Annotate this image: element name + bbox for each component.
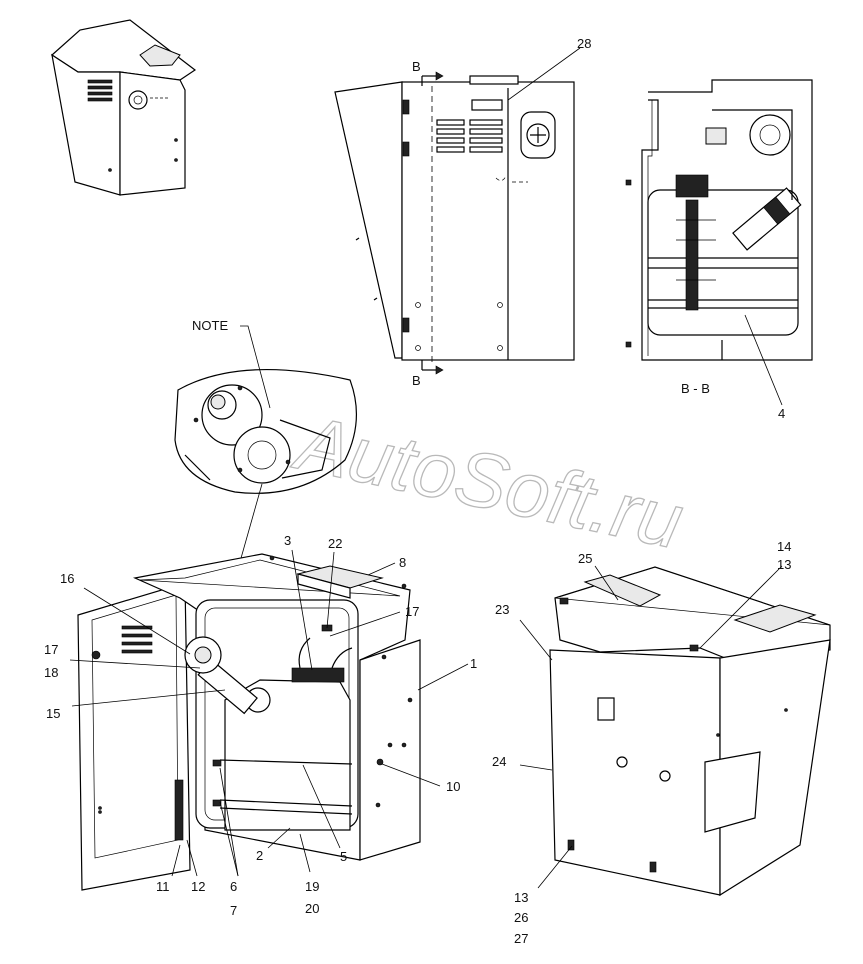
callout-leaders [69,47,783,889]
callout-11: 11 [156,879,170,894]
callout-24: 24 [492,754,506,769]
callout-13-top: 13 [777,557,791,572]
section-marker-top: B [412,59,421,74]
isometric-overview [51,19,197,196]
callout-26: 26 [514,910,528,925]
detail-view [174,368,357,651]
callout-4: 4 [778,406,785,421]
callout-15: 15 [46,706,60,721]
callout-8: 8 [399,555,406,570]
callout-17-left: 17 [44,642,58,657]
section-arrow-bottom: B [412,360,444,388]
side-view [334,75,575,364]
callout-2: 2 [256,848,263,863]
open-cabinet-view [77,553,421,891]
callout-19: 19 [305,879,319,894]
callout-14: 14 [777,539,791,554]
section-marker-bottom: B [412,373,421,388]
watermark-text: AutoSoft.ru [286,397,690,565]
callout-6: 6 [230,879,237,894]
callout-3: 3 [284,533,291,548]
callout-16: 16 [60,571,74,586]
section-b-b-view [625,79,813,361]
callout-20: 20 [305,901,319,916]
section-view-label: B - B [681,381,710,396]
callout-23: 23 [495,602,509,617]
callout-1: 1 [470,656,477,671]
callout-17-right: 17 [405,604,419,619]
callout-5: 5 [340,849,347,864]
note-leader [240,325,271,409]
section-arrow-top: B [412,59,444,86]
callout-18: 18 [44,665,58,680]
callout-28: 28 [577,36,591,51]
callout-7: 7 [230,903,237,918]
callout-10: 10 [446,779,460,794]
note-label: NOTE [192,318,228,333]
callout-25: 25 [578,551,592,566]
callout-27: 27 [514,931,528,946]
closed-cabinet-view [549,566,831,897]
callout-13-bottom: 13 [514,890,528,905]
callout-22: 22 [328,536,342,551]
callout-12: 12 [191,879,205,894]
callout-labels: 28 4 3 22 8 16 17 17 18 15 1 10 2 5 6 7 … [44,36,791,946]
